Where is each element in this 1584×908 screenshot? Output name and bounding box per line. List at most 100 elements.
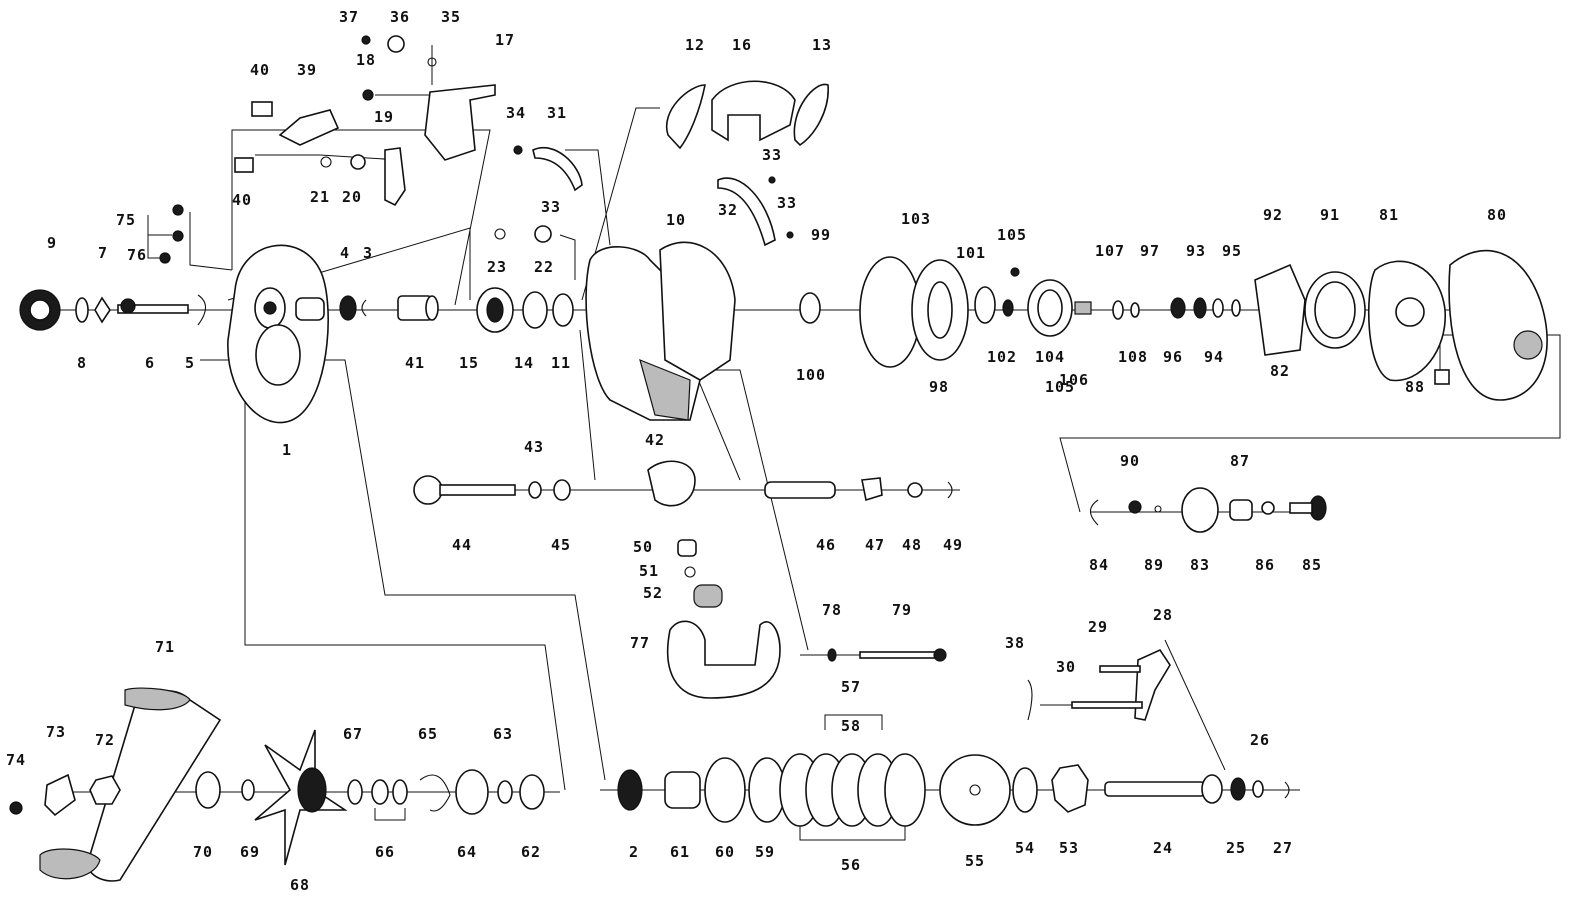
part-label-69: 69 — [240, 843, 260, 861]
part-label-36: 36 — [390, 8, 410, 26]
part-label-84: 84 — [1089, 556, 1109, 574]
part-label-105: 105 — [997, 226, 1027, 244]
part-label-49: 49 — [943, 536, 963, 554]
part-label-51: 51 — [639, 562, 659, 580]
part-label-87: 87 — [1230, 452, 1250, 470]
part-label-62: 62 — [521, 843, 541, 861]
part-label-16: 16 — [732, 36, 752, 54]
part-label-91: 91 — [1320, 206, 1340, 224]
part-label-33: 33 — [762, 146, 782, 164]
part-label-60: 60 — [715, 843, 735, 861]
part-label-53: 53 — [1059, 839, 1079, 857]
part-label-43: 43 — [524, 438, 544, 456]
part-label-40-2: 40 — [232, 191, 252, 209]
part-label-63: 63 — [493, 725, 513, 743]
part-label-52: 52 — [643, 584, 663, 602]
part-label-64: 64 — [457, 843, 477, 861]
part-label-28: 28 — [1153, 606, 1173, 624]
part-label-73: 73 — [46, 723, 66, 741]
part-label-86: 86 — [1255, 556, 1275, 574]
part-label-46: 46 — [816, 536, 836, 554]
part-label-83: 83 — [1190, 556, 1210, 574]
part-label-38: 38 — [1005, 634, 1025, 652]
part-label-2: 2 — [629, 843, 639, 861]
part-label-71: 71 — [155, 638, 175, 656]
part-label-56: 56 — [841, 856, 861, 874]
part-label-75: 75 — [116, 211, 136, 229]
part-label-58: 58 — [841, 717, 861, 735]
part-label-68: 68 — [290, 876, 310, 894]
part-label-4: 4 — [340, 244, 350, 262]
part-label-30: 30 — [1056, 658, 1076, 676]
part-label-67: 67 — [343, 725, 363, 743]
part-label-81: 81 — [1379, 206, 1399, 224]
part-label-93: 93 — [1186, 242, 1206, 260]
part-label-37: 37 — [339, 8, 359, 26]
part-label-80: 80 — [1487, 206, 1507, 224]
part-label-102: 102 — [987, 348, 1017, 366]
part-label-7: 7 — [98, 244, 108, 262]
part-label-85: 85 — [1302, 556, 1322, 574]
part-label-97: 97 — [1140, 242, 1160, 260]
part-label-24: 24 — [1153, 839, 1173, 857]
part-label-66: 66 — [375, 843, 395, 861]
part-label-29: 29 — [1088, 618, 1108, 636]
part-label-106: 106 — [1059, 371, 1089, 389]
part-label-22: 22 — [534, 258, 554, 276]
part-label-18: 18 — [356, 51, 376, 69]
part-label-65: 65 — [418, 725, 438, 743]
part-label-100: 100 — [796, 366, 826, 384]
part-label-42: 42 — [645, 431, 665, 449]
part-label-61: 61 — [670, 843, 690, 861]
part-label-33-3: 33 — [541, 198, 561, 216]
part-label-27: 27 — [1273, 839, 1293, 857]
part-label-17: 17 — [495, 31, 515, 49]
part-label-95: 95 — [1222, 242, 1242, 260]
part-label-70: 70 — [193, 843, 213, 861]
part-label-107: 107 — [1095, 242, 1125, 260]
part-label-76: 76 — [127, 246, 147, 264]
part-label-35: 35 — [441, 8, 461, 26]
part-label-14: 14 — [514, 354, 534, 372]
part-label-13: 13 — [812, 36, 832, 54]
part-label-96: 96 — [1163, 348, 1183, 366]
part-label-23: 23 — [487, 258, 507, 276]
part-label-77: 77 — [630, 634, 650, 652]
part-label-1: 1 — [282, 441, 292, 459]
part-label-103: 103 — [901, 210, 931, 228]
part-label-59: 59 — [755, 843, 775, 861]
part-label-20: 20 — [342, 188, 362, 206]
part-label-8: 8 — [77, 354, 87, 372]
part-label-47: 47 — [865, 536, 885, 554]
part-label-32: 32 — [718, 201, 738, 219]
part-label-34: 34 — [506, 104, 526, 122]
parts — [9, 35, 1548, 882]
part-label-26: 26 — [1250, 731, 1270, 749]
part-label-15: 15 — [459, 354, 479, 372]
part-label-55: 55 — [965, 852, 985, 870]
part-label-40: 40 — [250, 61, 270, 79]
part-label-89: 89 — [1144, 556, 1164, 574]
part-label-3: 3 — [363, 244, 373, 262]
part-label-25: 25 — [1226, 839, 1246, 857]
part-label-31: 31 — [547, 104, 567, 122]
part-label-50: 50 — [633, 538, 653, 556]
part-label-21: 21 — [310, 188, 330, 206]
part-label-94: 94 — [1204, 348, 1224, 366]
part-label-78: 78 — [822, 601, 842, 619]
part-label-10: 10 — [666, 211, 686, 229]
part-label-90: 90 — [1120, 452, 1140, 470]
part-label-82: 82 — [1270, 362, 1290, 380]
part-label-45: 45 — [551, 536, 571, 554]
part-label-88: 88 — [1405, 378, 1425, 396]
part-label-104: 104 — [1035, 348, 1065, 366]
part-label-44: 44 — [452, 536, 472, 554]
part-label-98: 98 — [929, 378, 949, 396]
part-label-92: 92 — [1263, 206, 1283, 224]
part-label-79: 79 — [892, 601, 912, 619]
part-label-72: 72 — [95, 731, 115, 749]
part-label-9: 9 — [47, 234, 57, 252]
part-label-39: 39 — [297, 61, 317, 79]
part-label-108: 108 — [1118, 348, 1148, 366]
